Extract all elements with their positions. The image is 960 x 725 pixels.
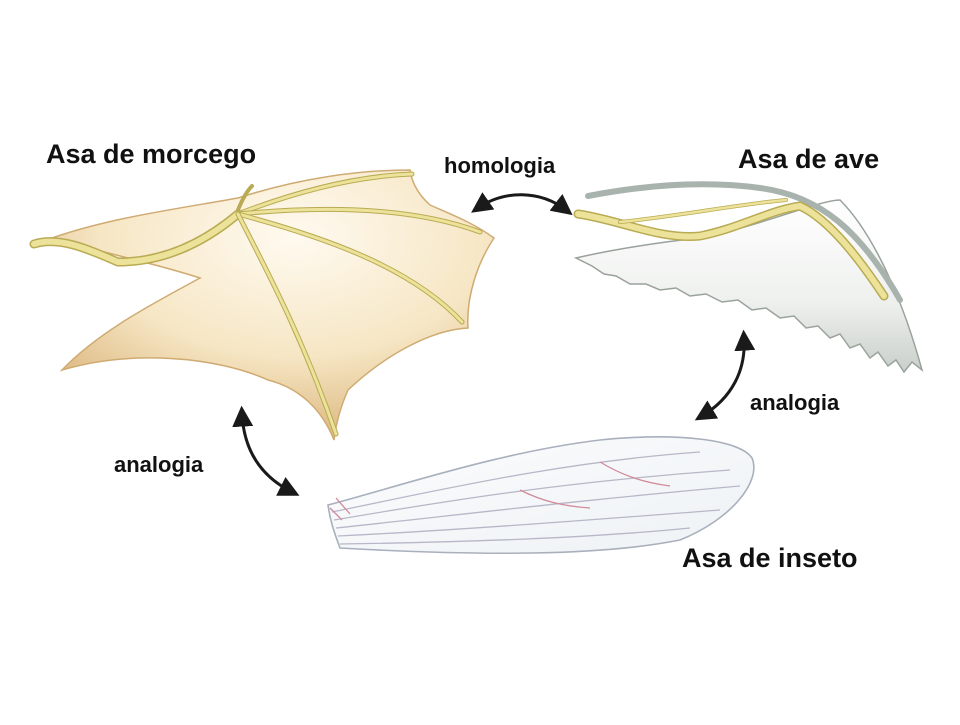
bat-wing-membrane <box>49 169 496 443</box>
insect-wing-label: Asa de inseto <box>682 543 858 573</box>
bird-wing-bones <box>575 202 887 299</box>
insect-wing-membrane <box>327 436 755 555</box>
bird-wing-label: Asa de ave <box>738 144 880 174</box>
analogy-arrow-right <box>694 329 756 421</box>
bat-wing-label: Asa de morcego <box>46 139 257 169</box>
analogy-label-right: analogia <box>750 390 840 415</box>
insect-wing-veins <box>329 451 741 545</box>
homology-arrow <box>471 192 573 216</box>
bird-wing-illustration <box>573 181 924 374</box>
bat-finger-bones <box>235 171 483 437</box>
bird-wing-leading-edge <box>585 181 903 303</box>
analogy-label-left: analogia <box>114 452 204 477</box>
homology-label: homologia <box>444 153 556 178</box>
insect-wing-illustration <box>327 436 755 555</box>
relation-arrows <box>232 192 756 496</box>
bat-wing-illustration <box>29 169 496 443</box>
analogy-arrow-left <box>232 405 300 496</box>
